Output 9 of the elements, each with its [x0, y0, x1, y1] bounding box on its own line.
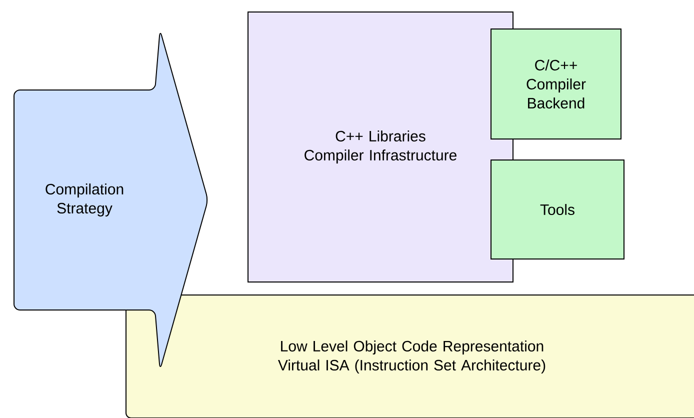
node-text: Low Level Object Code Representation Virtual ISA (Instruction Set Architecture): [278, 340, 546, 374]
node-text: C/C++ Compiler Backend: [526, 59, 586, 108]
node-text: Tools: [540, 204, 574, 215]
node-text: C++ Libraries Compiler Infrastructure: [304, 130, 456, 164]
library-box: C++ Libraries Compiler Infrastructure: [248, 12, 514, 282]
tools-box: Tools: [490, 160, 624, 260]
node-text: Compilation Strategy: [46, 184, 124, 216]
backend-box: C/C++ Compiler Backend: [490, 28, 622, 140]
representation-box: Low Level Object Code Representation Virtual ISA (Instruction Set Architecture): [126, 294, 694, 418]
